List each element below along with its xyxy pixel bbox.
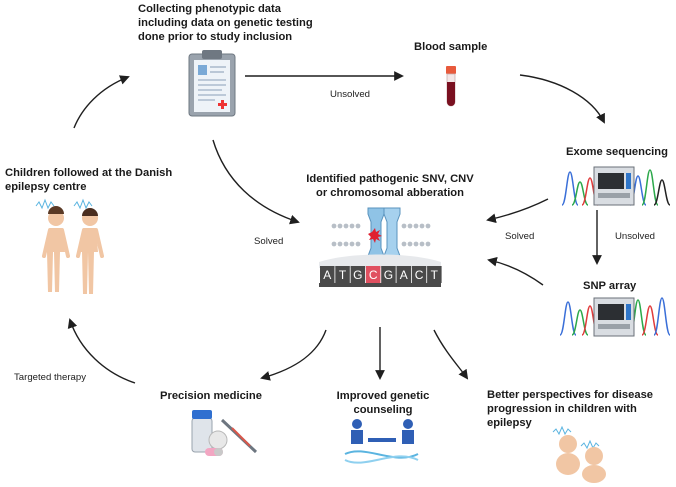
dna-base-letter: T: [339, 268, 347, 282]
arrow-snp-to-identified: [487, 256, 544, 286]
edge-label-solved-right: Solved: [505, 231, 535, 242]
dna-base-letter: G: [353, 268, 362, 282]
dna-base-tile: [427, 266, 442, 283]
node-identified-label: Identified pathogenic SNV, CNV or chromo…: [306, 173, 474, 199]
children-icon: [35, 198, 104, 294]
dna-base-tile: [365, 266, 381, 283]
edge-label-unsolved-blood: Unsolved: [330, 89, 370, 100]
arrow-identified-to-precision: [260, 329, 327, 381]
dna-base-letter: G: [384, 268, 393, 282]
blood-tube-icon: [446, 66, 456, 107]
babies-icon: [552, 425, 606, 483]
node-perspectives-label: Better perspectives for disease progress…: [487, 389, 654, 429]
sequencer-icon: [559, 297, 671, 337]
node-blood-label: Blood sample: [414, 41, 488, 53]
node-precision-label: Precision medicine: [160, 390, 262, 402]
dna-base-tile: [350, 266, 366, 283]
arrow-phenotype-to-identified: [212, 139, 300, 225]
edge-label-unsolved-snp: Unsolved: [615, 231, 655, 242]
dna-base-letter: T: [431, 268, 439, 282]
node-children-label: Children followed at the Danish epilepsy…: [5, 167, 173, 193]
dna-base-tile: [381, 266, 396, 283]
edge-label-targeted-therapy: Targeted therapy: [14, 372, 86, 383]
dna-base-letter: C: [369, 268, 378, 282]
arrow-blood-to-exome: [519, 74, 605, 124]
node-counseling-label: Improved genetic counseling: [336, 390, 430, 416]
arrow-identified-to-perspectives: [433, 329, 469, 380]
medicine-icon: [191, 410, 258, 456]
dna-base-tile: [411, 266, 427, 283]
dna-base-letter: A: [400, 268, 408, 282]
dna-base-tile: [396, 266, 411, 283]
sequencer-icon: [561, 166, 671, 206]
dna-base-letter: C: [415, 268, 424, 282]
arrow-exome-to-identified: [486, 198, 549, 224]
clipboard-icon: [188, 50, 236, 117]
counseling-icon: [344, 419, 419, 464]
node-phenotype-label: Collecting phenotypic data including dat…: [138, 3, 313, 43]
dna-base-tile: [320, 266, 335, 283]
dna-base-tile: [335, 266, 350, 283]
dna-base-letter: A: [323, 268, 331, 282]
protein-channel-icon: [331, 207, 431, 263]
node-snp-label: SNP array: [583, 280, 637, 292]
arrow-precision-to-children: [67, 318, 136, 384]
arrow-children-to-phenotype: [73, 75, 130, 129]
node-exome-label: Exome sequencing: [566, 146, 668, 158]
edge-label-solved-left: Solved: [254, 236, 284, 247]
